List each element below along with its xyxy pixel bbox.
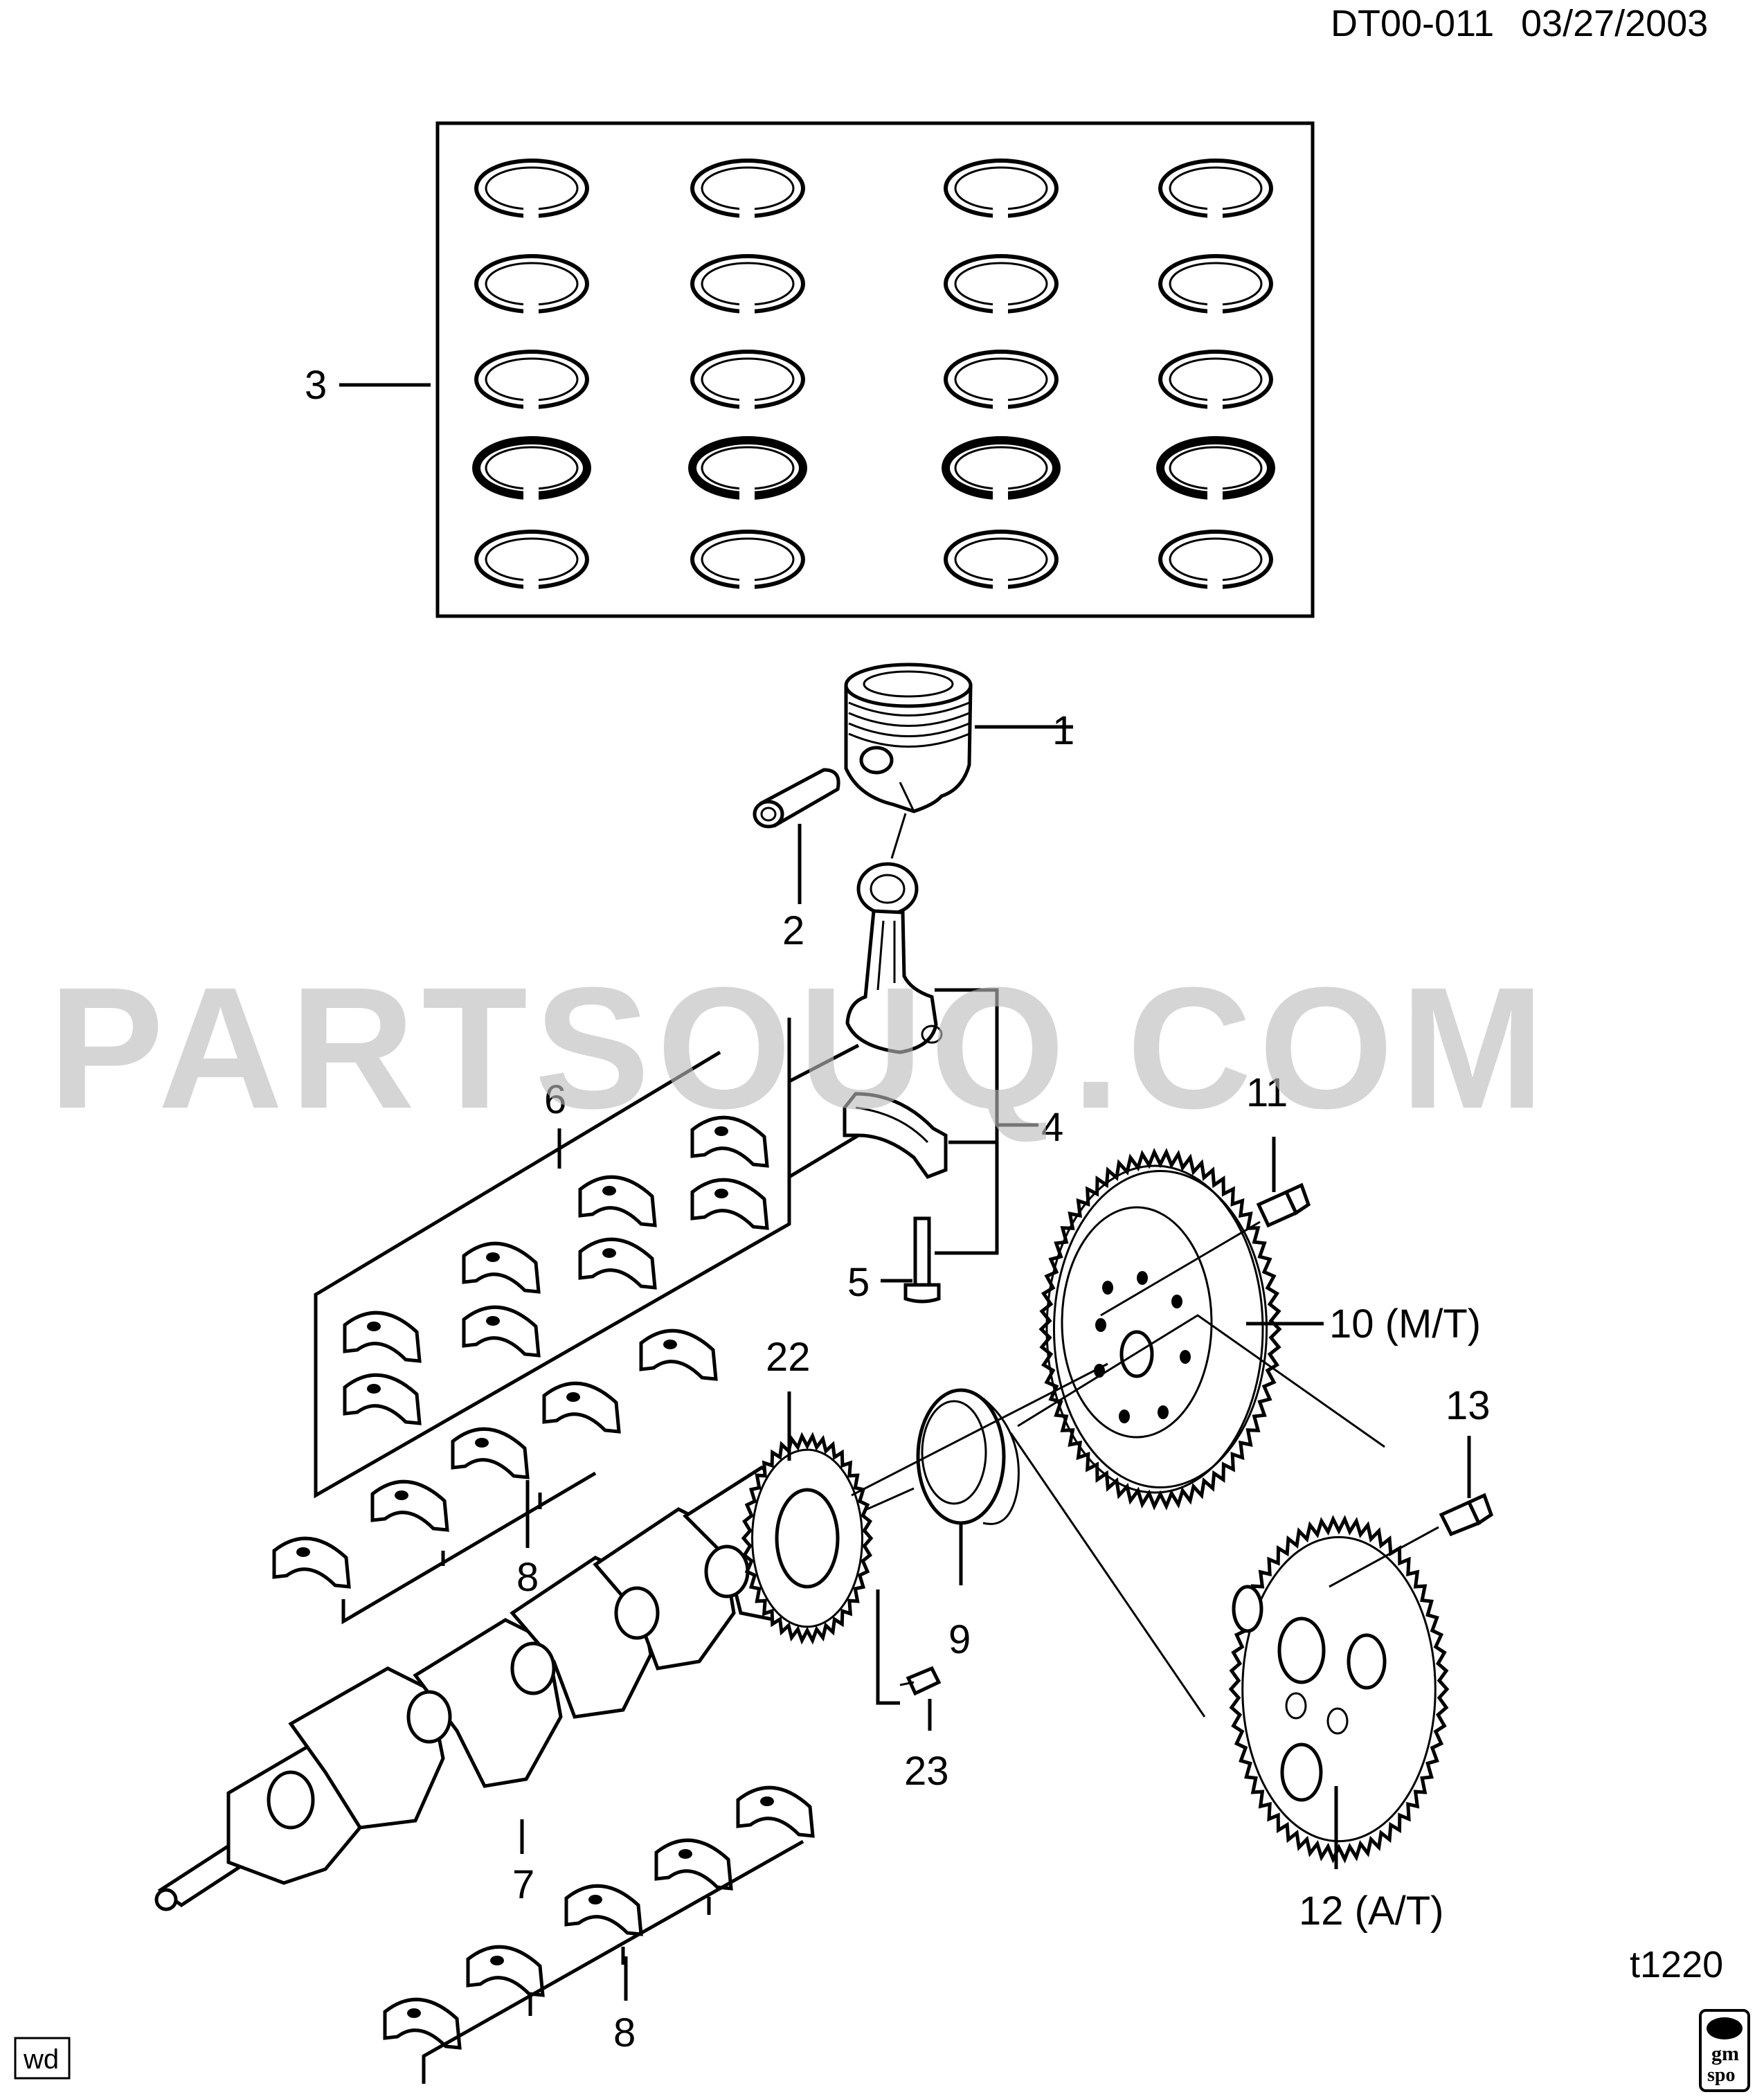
rod-bearing-shells: [343, 1115, 769, 1425]
connecting-rod-cap[interactable]: [843, 1092, 948, 1180]
bearing-shell: [578, 1237, 657, 1290]
flexplate-automatic[interactable]: [1228, 1515, 1450, 1864]
callout-9: 9: [948, 1617, 971, 1662]
sprocket-bolt[interactable]: [876, 1589, 942, 1705]
callout-5: 5: [847, 1260, 870, 1305]
bearing-shell: [272, 1536, 351, 1589]
piston-ring: [1156, 436, 1275, 500]
bearing-shell: [343, 1310, 422, 1363]
leader-lines: [339, 383, 1471, 2001]
bearing-shell: [654, 1838, 733, 1891]
callout-10: 10 (M/T): [1329, 1301, 1481, 1346]
corner-tag: wd: [14, 2037, 71, 2080]
piston-ring: [944, 350, 1059, 411]
diagram-date: 03/27/2003: [1521, 3, 1708, 44]
piston-ring: [688, 436, 807, 500]
piston-ring: [474, 254, 589, 316]
flywheel-bolt[interactable]: [1256, 1182, 1311, 1228]
piston[interactable]: [844, 663, 973, 813]
bearing-shell: [578, 1175, 657, 1227]
bearing-shell: [736, 1785, 815, 1838]
piston-ring: [474, 159, 589, 220]
callout-23: 23: [904, 1749, 949, 1794]
callout-11: 11: [1246, 1070, 1288, 1115]
bearing-shell: [383, 1997, 462, 2050]
flexplate-bolt[interactable]: [1439, 1493, 1494, 1537]
piston-ring: [472, 436, 591, 500]
callout-6: 6: [544, 1077, 566, 1122]
piston-ring: [1158, 350, 1273, 411]
callout-7: 7: [512, 1862, 534, 1907]
piston-ring: [690, 159, 805, 220]
piston-ring: [944, 254, 1059, 316]
upper-main-bearing-shells: [272, 1328, 718, 1589]
oil-seal[interactable]: [916, 1388, 1020, 1525]
piston-ring: [690, 254, 805, 316]
ring-grid: [472, 159, 1275, 591]
illustration-code: t1220: [1630, 1944, 1723, 1985]
bearing-shell: [466, 1945, 545, 1997]
piston-ring: [474, 350, 589, 411]
corner-tag-text: wd: [23, 2044, 59, 2075]
watermark: PARTSOUQ.COM: [48, 951, 1551, 1144]
piston-ring: [944, 530, 1059, 591]
flywheel-manual[interactable]: [1038, 1148, 1282, 1511]
bearing-shell: [690, 1178, 769, 1230]
leader-4: [935, 988, 1038, 1255]
bearing-shell: [370, 1479, 449, 1532]
piston-ring: [1158, 254, 1273, 316]
diagram-code: DT00-011: [1331, 3, 1494, 44]
callout-8-upper: 8: [516, 1555, 539, 1600]
main-bearing-set-upper[interactable]: [272, 1328, 718, 1625]
logo-text-top: gm: [1711, 2042, 1739, 2065]
rod-bolt[interactable]: [903, 1216, 941, 1304]
logo-text-bottom: spo: [1707, 2064, 1735, 2086]
callout-2: 2: [782, 908, 804, 953]
lower-main-bearing-shells: [383, 1785, 815, 2050]
bearing-shell: [343, 1373, 422, 1425]
bearing-shell: [451, 1427, 530, 1479]
piston-ring: [944, 159, 1059, 220]
bearing-shell: [564, 1884, 643, 1936]
piston-ring: [690, 530, 805, 591]
piston-ring: [1158, 530, 1273, 591]
piston-ring: [690, 350, 805, 411]
piston-pin[interactable]: [753, 768, 840, 829]
piston-ring: [474, 530, 589, 591]
connecting-rod[interactable]: [845, 862, 943, 1054]
bearing-shell: [639, 1328, 718, 1381]
piston-ring: [942, 436, 1061, 500]
callout-12: 12 (A/T): [1299, 1889, 1444, 1934]
piston-ring-set[interactable]: [435, 121, 1315, 618]
ring-set-frame: [435, 121, 1315, 618]
main-bearing-set-lower[interactable]: [383, 1785, 815, 2084]
bearing-shell: [462, 1241, 541, 1294]
rod-bearing-set[interactable]: [314, 1018, 860, 1499]
gmspo-logo: gm spo: [1699, 2009, 1750, 2092]
piston-ring: [1158, 159, 1273, 220]
crankshaft-sprocket[interactable]: [741, 1432, 874, 1645]
callout-3: 3: [305, 363, 327, 408]
callout-22: 22: [766, 1335, 811, 1380]
bearing-shell: [462, 1305, 541, 1358]
callout-1: 1: [1052, 708, 1074, 753]
bearing-shell: [542, 1381, 621, 1434]
callout-8-lower: 8: [613, 2010, 636, 2055]
callout-4: 4: [1041, 1105, 1063, 1150]
bearing-shell: [690, 1115, 769, 1168]
callout-13: 13: [1446, 1383, 1491, 1428]
